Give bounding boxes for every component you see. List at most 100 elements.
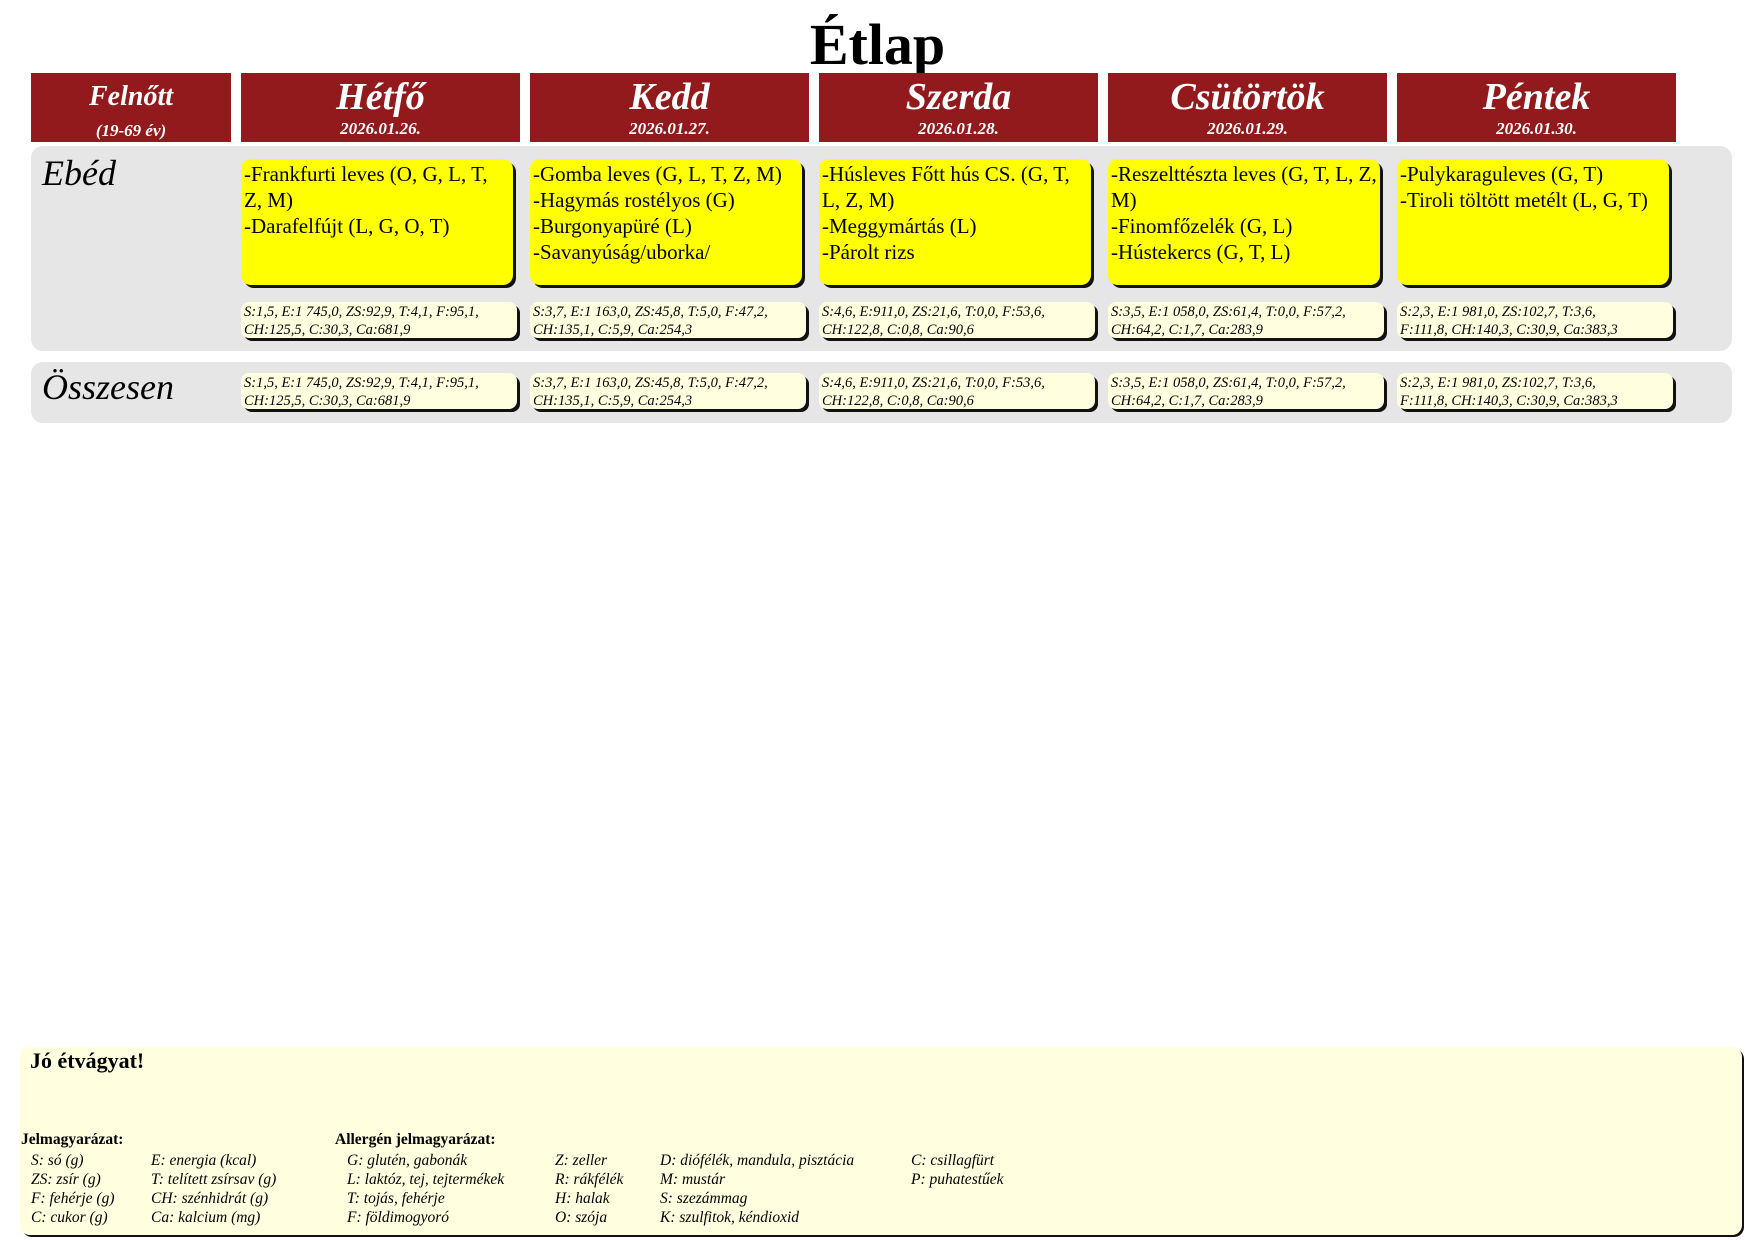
lunch-nutrition: S:3,5, E:1 058,0, ZS:61,4, T:0,0, F:57,2…: [1108, 302, 1384, 338]
menu-item: -Meggymártás (L): [822, 214, 977, 238]
total-nutrition: S:3,5, E:1 058,0, ZS:61,4, T:0,0, F:57,2…: [1108, 373, 1384, 409]
menu-item: -Tiroli töltött metélt (L, G, T): [1400, 188, 1648, 212]
lunch-label: Ebéd: [42, 153, 116, 193]
day-date: 2026.01.29.: [1207, 119, 1288, 138]
allergen-item: Z: zeller: [555, 1152, 608, 1169]
allergen-item: C: csillagfürt: [911, 1152, 995, 1169]
allergen-item: L: laktóz, tej, tejtermékek: [347, 1171, 505, 1188]
allergen-item: P: puhatestűek: [911, 1171, 1004, 1188]
lunch-nutrition: S:2,3, E:1 981,0, ZS:102,7, T:3,6, F:111…: [1397, 302, 1673, 338]
legend-item: ZS: zsír (g): [31, 1171, 101, 1188]
allergen-legend-title: Allergén jelmagyarázat:: [335, 1131, 496, 1148]
lunch-menu: -Húsleves Főtt hús CS. (G, T, L, Z, M)-M…: [819, 159, 1091, 285]
legend-item: T: telített zsírsav (g): [151, 1171, 277, 1188]
menu-item: -Gomba leves (G, L, T, Z, M): [533, 162, 782, 186]
nutrition-line: CH:135,1, C:5,9, Ca:254,3: [533, 393, 693, 409]
nutrition-line: CH:125,5, C:30,3, Ca:681,9: [244, 322, 411, 338]
day-header: Csütörtök 2026.01.29.: [1108, 73, 1387, 142]
legend-item: S: só (g): [31, 1152, 84, 1169]
allergen-item: M: mustár: [660, 1171, 726, 1188]
footer-panel: [20, 1047, 1742, 1235]
menu-item: -Savanyúság/uborka/: [533, 240, 711, 264]
nutrition-line: F:111,8, CH:140,3, C:30,9, Ca:383,3: [1400, 393, 1618, 409]
nutrition-line: F:111,8, CH:140,3, C:30,9, Ca:383,3: [1400, 322, 1618, 338]
menu-item: -Finomfőzelék (G, L): [1111, 214, 1293, 238]
nutrition-line: S:4,6, E:911,0, ZS:21,6, T:0,0, F:53,6,: [822, 304, 1045, 320]
menu-item: -Darafelfújt (L, G, O, T): [244, 214, 450, 238]
total-nutrition: S:2,3, E:1 981,0, ZS:102,7, T:3,6, F:111…: [1397, 373, 1673, 409]
allergen-item: R: rákfélék: [555, 1171, 624, 1188]
nutrition-line: S:3,5, E:1 058,0, ZS:61,4, T:0,0, F:57,2…: [1111, 304, 1346, 320]
nutrition-line: S:4,6, E:911,0, ZS:21,6, T:0,0, F:53,6,: [822, 375, 1045, 391]
day-name: Csütörtök: [1170, 76, 1325, 118]
nutrition-line: CH:122,8, C:0,8, Ca:90,6: [822, 322, 974, 338]
menu-item: -Párolt rizs: [822, 240, 915, 264]
day-date: 2026.01.26.: [340, 119, 421, 138]
allergen-item: F: földimogyoró: [347, 1209, 450, 1226]
lunch-nutrition: S:4,6, E:911,0, ZS:21,6, T:0,0, F:53,6, …: [819, 302, 1095, 338]
group-label: Felnőtt: [88, 81, 173, 112]
day-date: 2026.01.28.: [918, 119, 999, 138]
day-header: Hétfő 2026.01.26.: [241, 73, 520, 142]
nutrition-line: CH:135,1, C:5,9, Ca:254,3: [533, 322, 693, 338]
menu-item: -Hagymás rostélyos (G): [533, 188, 735, 212]
lunch-menu: -Pulykaraguleves (G, T)-Tiroli töltött m…: [1397, 159, 1669, 285]
allergen-item: O: szója: [555, 1209, 608, 1226]
day-date: 2026.01.27.: [629, 119, 710, 138]
menu-item: -Frankfurti leves (O, G, L, T, Z, M): [244, 162, 488, 212]
nutrition-line: S:2,3, E:1 981,0, ZS:102,7, T:3,6,: [1400, 375, 1596, 391]
legend-item: Ca: kalcium (mg): [151, 1209, 261, 1226]
allergen-item: S: szezámmag: [660, 1190, 748, 1207]
day-name: Péntek: [1482, 76, 1591, 118]
day-name: Szerda: [905, 76, 1012, 118]
total-nutrition: S:4,6, E:911,0, ZS:21,6, T:0,0, F:53,6, …: [819, 373, 1095, 409]
menu-item: -Húsleves Főtt hús CS. (G, T, L, Z, M): [822, 162, 1070, 212]
nutrition-line: CH:122,8, C:0,8, Ca:90,6: [822, 393, 974, 409]
allergen-item: H: halak: [555, 1190, 610, 1207]
nutrition-line: CH:125,5, C:30,3, Ca:681,9: [244, 393, 411, 409]
allergen-item: G: glutén, gabonák: [347, 1152, 468, 1169]
nutrition-line: S:2,3, E:1 981,0, ZS:102,7, T:3,6,: [1400, 304, 1596, 320]
nutrition-line: S:3,7, E:1 163,0, ZS:45,8, T:5,0, F:47,2…: [533, 375, 768, 391]
allergen-column: G: glutén, gabonák L: laktóz, tej, tejter…: [347, 1151, 504, 1227]
menu-item: -Hústekercs (G, T, L): [1111, 240, 1291, 264]
legend-item: C: cukor (g): [31, 1209, 108, 1226]
day-header: Kedd 2026.01.27.: [530, 73, 809, 142]
legend-item: E: energia (kcal): [151, 1152, 257, 1169]
nutrition-line: S:1,5, E:1 745,0, ZS:92,9, T:4,1, F:95,1…: [244, 304, 479, 320]
allergen-item: K: szulfitok, kéndioxid: [660, 1209, 800, 1226]
lunch-menu: -Reszelttészta leves (G, T, L, Z, M)-Fin…: [1108, 159, 1380, 285]
total-label: Összesen: [42, 367, 174, 407]
legend-column: S: só (g) ZS: zsír (g) F: fehérje (g) C: cu…: [31, 1151, 115, 1227]
group-age: (19-69 év): [95, 121, 167, 140]
total-nutrition: S:3,7, E:1 163,0, ZS:45,8, T:5,0, F:47,2…: [530, 373, 806, 409]
nutrition-line: S:1,5, E:1 745,0, ZS:92,9, T:4,1, F:95,1…: [244, 375, 479, 391]
nutrition-line: S:3,7, E:1 163,0, ZS:45,8, T:5,0, F:47,2…: [533, 304, 768, 320]
legend-item: F: fehérje (g): [31, 1190, 115, 1207]
menu-item: -Reszelttészta leves (G, T, L, Z, M): [1111, 162, 1377, 212]
legend-item: CH: szénhidrát (g): [151, 1190, 269, 1207]
menu-item: -Pulykaraguleves (G, T): [1400, 162, 1604, 186]
lunch-nutrition: S:1,5, E:1 745,0, ZS:92,9, T:4,1, F:95,1…: [241, 302, 517, 338]
legend-title: Jelmagyarázat:: [21, 1131, 124, 1148]
greeting: Jó étvágyat!: [30, 1048, 145, 1073]
legend-column: E: energia (kcal) T: telített zsírsav (g)…: [151, 1151, 276, 1227]
lunch-menu: -Gomba leves (G, L, T, Z, M)-Hagymás ros…: [530, 159, 802, 285]
allergen-column: C: csillagfürt P: puhatestűek: [911, 1151, 1004, 1189]
nutrition-line: S:3,5, E:1 058,0, ZS:61,4, T:0,0, F:57,2…: [1111, 375, 1346, 391]
allergen-item: D: diófélék, mandula, pisztácia: [660, 1152, 855, 1169]
nutrition-line: CH:64,2, C:1,7, Ca:283,9: [1111, 393, 1263, 409]
day-header: Szerda 2026.01.28.: [819, 73, 1098, 142]
allergen-item: T: tojás, fehérje: [347, 1190, 445, 1207]
lunch-menu: -Frankfurti leves (O, G, L, T, Z, M)-Dar…: [241, 159, 513, 285]
group-header: Felnőtt (19-69 év): [31, 73, 231, 142]
day-name: Kedd: [629, 76, 710, 118]
nutrition-line: CH:64,2, C:1,7, Ca:283,9: [1111, 322, 1263, 338]
allergen-column: D: diófélék, mandula, pisztácia M: mustár…: [660, 1151, 854, 1227]
allergen-column: Z: zeller R: rákfélék H: halak O: szója: [555, 1151, 623, 1227]
day-date: 2026.01.30.: [1496, 119, 1577, 138]
day-header: Péntek 2026.01.30.: [1397, 73, 1676, 142]
total-nutrition: S:1,5, E:1 745,0, ZS:92,9, T:4,1, F:95,1…: [241, 373, 517, 409]
lunch-nutrition: S:3,7, E:1 163,0, ZS:45,8, T:5,0, F:47,2…: [530, 302, 806, 338]
page-title: Étlap: [809, 12, 946, 77]
